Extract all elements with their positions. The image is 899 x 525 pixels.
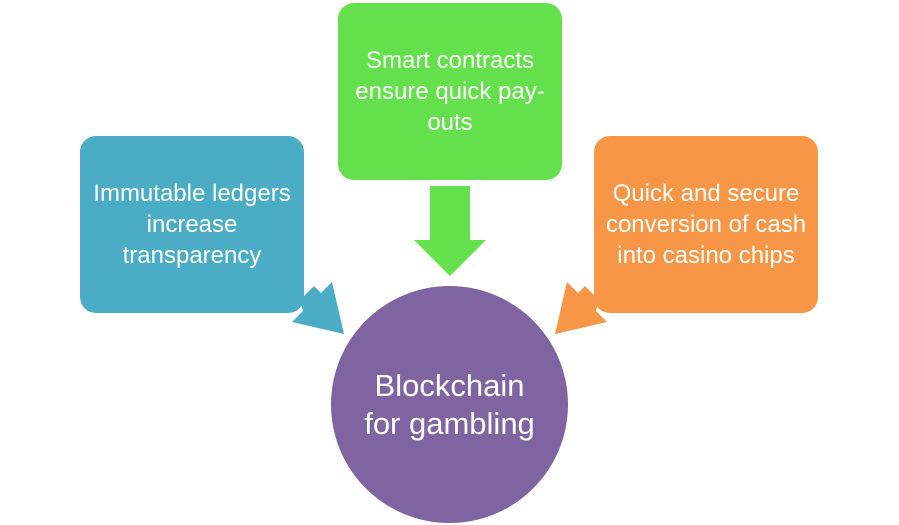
node-quick-conversion-label: Quick and secure conversion of cash into… <box>605 180 807 269</box>
node-immutable-ledgers-label: Immutable ledgers increase transparency <box>93 180 291 269</box>
center-label: Blockchain for gambling <box>364 367 535 441</box>
node-quick-conversion: Quick and secure conversion of cash into… <box>594 136 818 313</box>
center-blockchain-for-gambling: Blockchain for gambling <box>331 286 568 523</box>
node-smart-contracts: Smart contracts ensure quick pay-outs <box>338 3 562 180</box>
node-smart-contracts-label: Smart contracts ensure quick pay-outs <box>355 47 545 136</box>
arrow-left-to-center <box>292 282 344 334</box>
node-immutable-ledgers: Immutable ledgers increase transparency <box>80 136 304 313</box>
arrow-top-to-center <box>414 186 486 276</box>
